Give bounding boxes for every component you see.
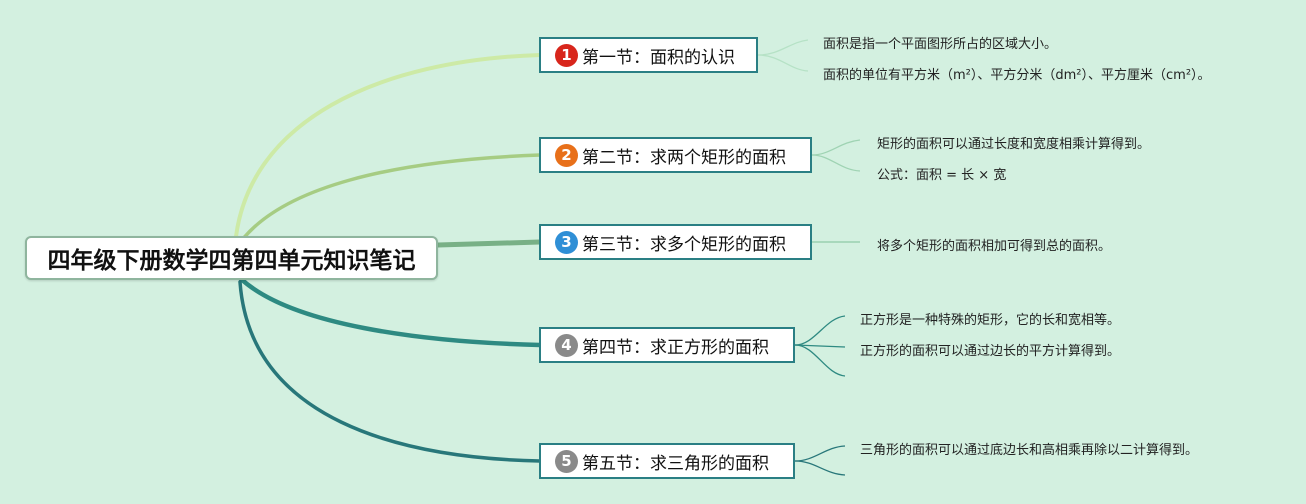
- number-badge-5: 5: [555, 449, 578, 473]
- note-1-1: 面积是指一个平面图形所占的区域大小。: [823, 37, 1058, 52]
- branch-line-4: [237, 275, 543, 348]
- branch-line-3: [435, 239, 543, 248]
- root-node[interactable]: 四年级下册数学四第四单元知识笔记: [25, 236, 438, 280]
- section-node-4[interactable]: 4 第四节：求正方形的面积: [539, 327, 795, 363]
- note-connectors-1: [757, 39, 809, 72]
- number-badge-4: 4: [555, 333, 578, 357]
- number-badge-2: 2: [555, 143, 578, 167]
- note-4-1: 正方形是一种特殊的矩形，它的长和宽相等。: [860, 313, 1121, 328]
- section-title-5: 第五节：求三角形的面积: [582, 453, 769, 474]
- section-node-3[interactable]: 3 第三节：求多个矩形的面积: [539, 224, 812, 260]
- note-2-1: 矩形的面积可以通过长度和宽度相乘计算得到。: [877, 137, 1151, 152]
- section-title-3: 第三节：求多个矩形的面积: [582, 234, 786, 255]
- note-1-2: 面积的单位有平方米（m²）、平方分米（dm²）、平方厘米（cm²）。: [823, 68, 1211, 83]
- number-badge-1: 1: [555, 43, 578, 67]
- branch-line-5: [238, 280, 542, 463]
- branch-line-1: [233, 53, 542, 248]
- root-title: 四年级下册数学四第四单元知识笔记: [47, 248, 416, 274]
- note-connectors-4: [794, 315, 846, 377]
- section-title-1: 第一节：面积的认识: [582, 47, 735, 68]
- section-title-2: 第二节：求两个矩形的面积: [582, 147, 786, 168]
- note-3-1: 将多个矩形的面积相加可得到总的面积。: [877, 239, 1112, 254]
- note-5-1: 三角形的面积可以通过底边长和高相乘再除以二计算得到。: [860, 443, 1199, 458]
- number-badge-3: 3: [555, 230, 578, 254]
- note-2-2: 公式：面积 = 长 × 宽: [877, 168, 1007, 183]
- section-node-2[interactable]: 2 第二节：求两个矩形的面积: [539, 137, 812, 173]
- branch-line-2: [233, 153, 542, 252]
- section-node-1[interactable]: 1 第一节：面积的认识: [539, 37, 758, 73]
- section-title-4: 第四节：求正方形的面积: [582, 337, 769, 358]
- note-connectors-5: [794, 445, 846, 476]
- note-4-2: 正方形的面积可以通过边长的平方计算得到。: [860, 344, 1121, 359]
- section-node-5[interactable]: 5 第五节：求三角形的面积: [539, 443, 795, 479]
- note-connectors-2: [811, 139, 861, 172]
